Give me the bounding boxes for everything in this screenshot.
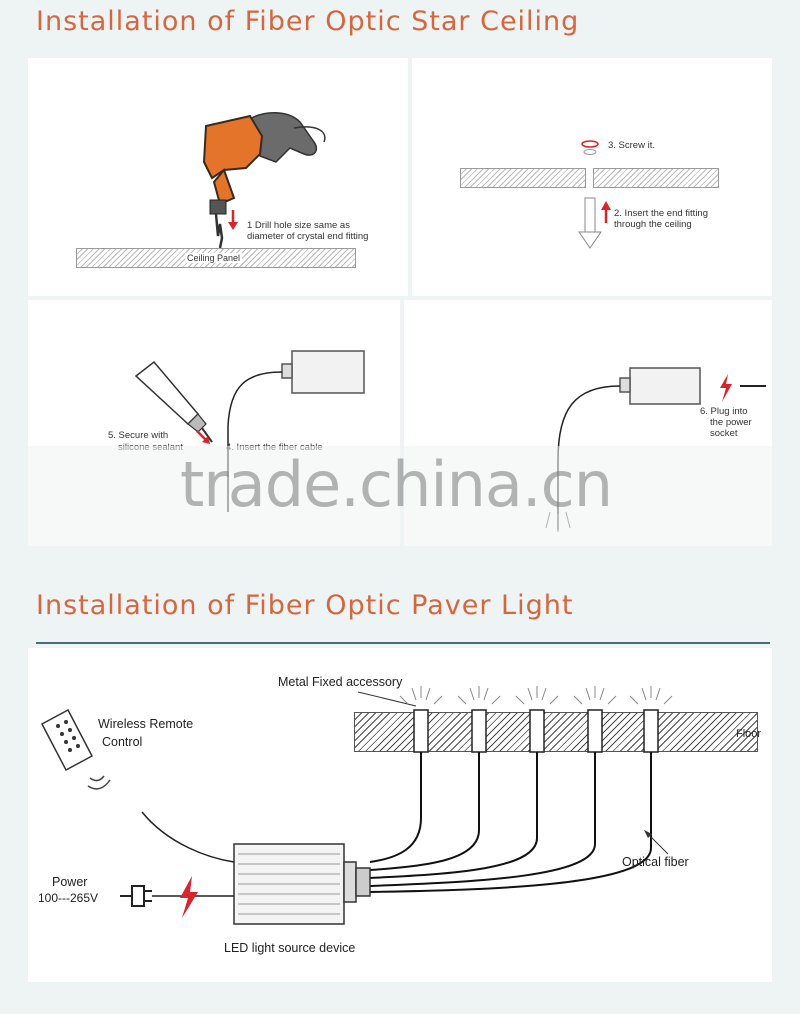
step6-label-line1: 6. Plug into	[700, 406, 748, 417]
step1-label-line2: diameter of crystal end fitting	[247, 231, 369, 242]
end-fitting-icon	[578, 197, 602, 249]
panel-insert-end-fitting: 3. Screw it. 2. Insert the end fitting t…	[412, 58, 772, 296]
drill-icon	[202, 112, 326, 249]
section-title-star-ceiling: Installation of Fiber Optic Star Ceiling	[36, 6, 580, 37]
power-plug-icon	[120, 885, 234, 907]
ceiling-bar-right	[593, 168, 719, 188]
remote-control-icon	[40, 708, 94, 772]
section-divider	[36, 642, 770, 644]
up-arrow-icon	[601, 201, 611, 223]
panel-drill: 1 Drill hole size same as diameter of cr…	[28, 58, 408, 296]
step3-label: 3. Screw it.	[608, 140, 655, 151]
step6-label-line2: the power	[710, 417, 752, 428]
paver-diagram-art	[40, 686, 673, 925]
step1-label-line1: 1 Drill hole size same as	[247, 220, 350, 231]
step2-label-line2: through the ceiling	[614, 219, 692, 230]
section-title-paver-light: Installation of Fiber Optic Paver Light	[36, 590, 574, 621]
led-box	[233, 843, 371, 925]
step6-label-line3: socket	[710, 428, 738, 439]
red-arrow-icon	[196, 430, 210, 444]
led-device-label: LED light source device	[224, 941, 356, 955]
remote-label-line2: Control	[102, 735, 143, 749]
light-source-box-icon	[619, 367, 701, 405]
remote-label-line1: Wireless Remote	[98, 717, 194, 731]
fiber-cable-line	[227, 371, 283, 512]
ceiling-panel-label: Ceiling Panel	[185, 253, 243, 263]
step5-label-line1: 5. Secure with	[108, 430, 169, 441]
step2-label-line1: 2. Insert the end fitting	[614, 208, 709, 219]
optical-fiber-label: Optical fiber	[622, 855, 689, 869]
watermark-text: trade.china.cn	[180, 448, 613, 521]
floor-label: Floor	[736, 728, 762, 740]
lightning-icon	[720, 374, 732, 402]
signal-waves-icon	[87, 775, 111, 790]
sealant-tube-icon	[134, 360, 213, 443]
power-label-line2: 100---265V	[38, 891, 99, 905]
power-label-line1: Power	[52, 875, 88, 889]
power-line	[740, 385, 766, 387]
light-source-box-icon	[281, 350, 365, 394]
lightning-icon	[180, 876, 198, 918]
screw-ring-icon	[581, 140, 599, 155]
panel-paver-diagram: Floor Metal Fixed accessory	[28, 648, 772, 982]
ceiling-panel-bar: Ceiling Panel	[76, 248, 356, 268]
watermark-band	[28, 446, 772, 546]
fixtures	[413, 709, 659, 753]
ceiling-bar-left	[460, 168, 586, 188]
metal-fixed-label: Metal Fixed accessory	[278, 675, 403, 689]
